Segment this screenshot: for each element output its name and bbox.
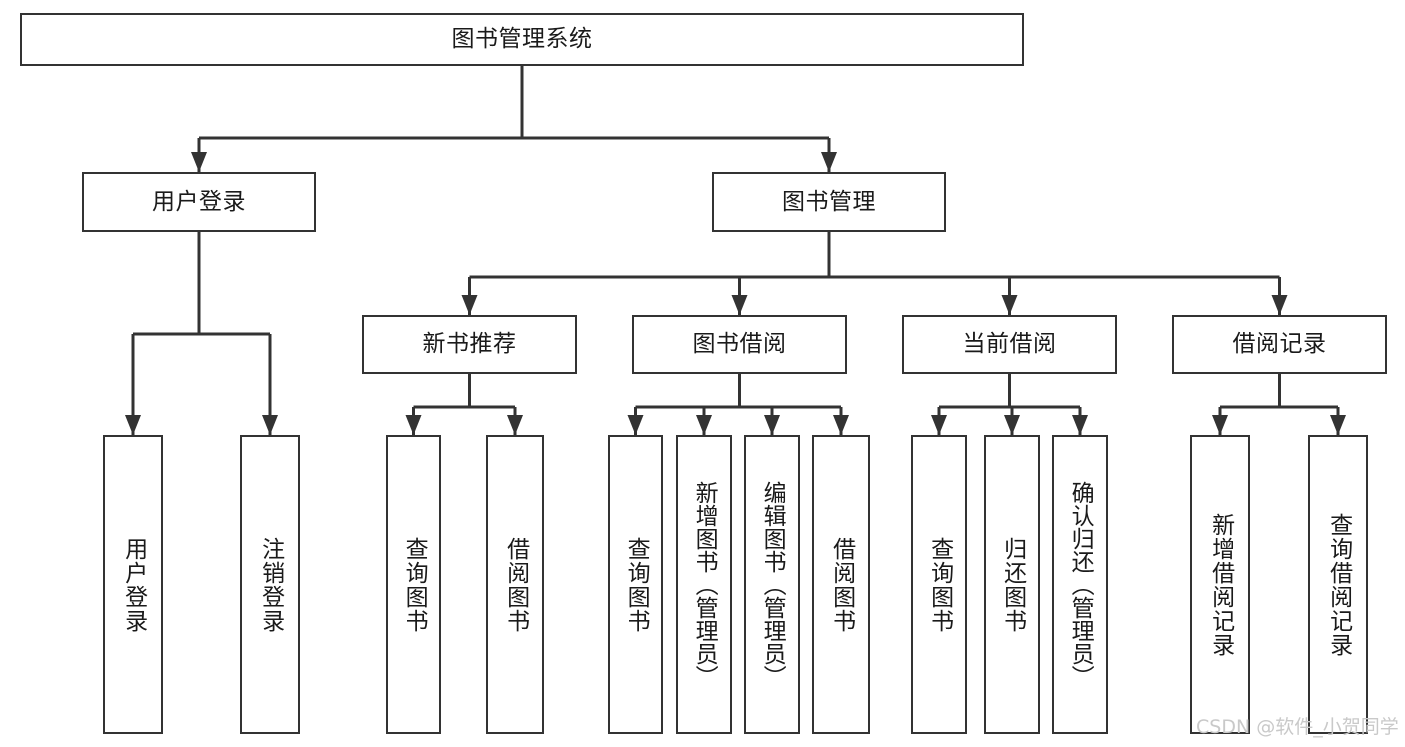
node-leaf-logout-login[interactable]: 注销登录	[240, 435, 300, 734]
node-root[interactable]: 图书管理系统	[20, 13, 1024, 66]
node-new-book-recommend[interactable]: 新书推荐	[362, 315, 577, 374]
arrow-icon-leaf-confirm-return-admin	[1072, 415, 1088, 435]
arrow-icon-leaf-add-borrow-record	[1212, 415, 1228, 435]
node-label-borrow-record: 借阅记录	[1232, 331, 1327, 358]
node-leaf-user-login[interactable]: 用户登录	[103, 435, 163, 734]
node-label-root: 图书管理系统	[451, 26, 593, 53]
arrow-icon-leaf-user-login	[125, 415, 141, 435]
node-label-leaf-query-book-3: 查询图书	[926, 536, 953, 633]
arrow-icon-book-borrow	[731, 295, 748, 315]
node-leaf-borrow-book-1[interactable]: 借阅图书	[486, 435, 544, 734]
node-label-leaf-query-book-2: 查询图书	[623, 536, 650, 633]
node-book-borrow[interactable]: 图书借阅	[632, 315, 847, 374]
node-leaf-add-book-admin[interactable]: 新增图书（管理员）	[676, 435, 732, 734]
node-leaf-edit-book-admin[interactable]: 编辑图书（管理员）	[744, 435, 800, 734]
arrow-icon-leaf-query-book-1	[405, 415, 422, 435]
arrow-icon-leaf-borrow-book-2	[833, 415, 849, 435]
arrow-icon-leaf-query-book-3	[931, 415, 947, 435]
node-label-leaf-return-book: 归还图书	[999, 536, 1026, 633]
arrow-icon-current-borrow	[1001, 295, 1018, 315]
node-label-leaf-user-login: 用户登录	[120, 536, 147, 633]
node-label-leaf-add-borrow-record: 新增借阅记录	[1207, 512, 1234, 657]
node-leaf-query-book-2[interactable]: 查询图书	[608, 435, 663, 734]
arrow-icon-leaf-query-borrow-record	[1330, 415, 1346, 435]
node-label-leaf-edit-book-admin: 编辑图书（管理员）	[759, 481, 786, 688]
arrow-icon-leaf-query-book-2	[627, 415, 644, 435]
arrow-icon-leaf-add-book-admin	[696, 415, 712, 435]
node-label-new-book-recommend: 新书推荐	[422, 331, 517, 358]
node-label-leaf-query-borrow-record: 查询借阅记录	[1325, 512, 1352, 657]
arrow-icon-leaf-edit-book-admin	[764, 415, 780, 435]
arrow-icon-new-book-recommend	[461, 295, 478, 315]
node-label-leaf-borrow-book-2: 借阅图书	[828, 536, 855, 633]
node-leaf-confirm-return-admin[interactable]: 确认归还（管理员）	[1052, 435, 1108, 734]
node-book-management[interactable]: 图书管理	[712, 172, 946, 232]
node-current-borrow[interactable]: 当前借阅	[902, 315, 1117, 374]
node-label-leaf-borrow-book-1: 借阅图书	[502, 536, 529, 633]
node-leaf-borrow-book-2[interactable]: 借阅图书	[812, 435, 870, 734]
arrow-icon-borrow-record	[1271, 295, 1288, 315]
node-borrow-record[interactable]: 借阅记录	[1172, 315, 1387, 374]
arrow-icon-leaf-borrow-book-1	[507, 415, 523, 435]
node-label-leaf-confirm-return-admin: 确认归还（管理员）	[1067, 481, 1094, 688]
node-label-user-login: 用户登录	[152, 188, 246, 215]
node-label-leaf-logout-login: 注销登录	[257, 536, 284, 633]
node-leaf-query-book-3[interactable]: 查询图书	[911, 435, 967, 734]
node-label-current-borrow: 当前借阅	[962, 331, 1057, 358]
node-label-leaf-add-book-admin: 新增图书（管理员）	[691, 481, 718, 688]
node-leaf-return-book[interactable]: 归还图书	[984, 435, 1040, 734]
arrow-icon-user-login	[191, 152, 207, 172]
arrow-icon-leaf-return-book	[1004, 415, 1020, 435]
node-label-book-management: 图书管理	[782, 188, 876, 215]
arrow-icon-leaf-logout-login	[262, 415, 278, 435]
arrow-icon-book-management	[821, 152, 837, 172]
node-label-leaf-query-book-1: 查询图书	[401, 536, 428, 633]
node-leaf-add-borrow-record[interactable]: 新增借阅记录	[1190, 435, 1250, 734]
node-leaf-query-book-1[interactable]: 查询图书	[386, 435, 441, 734]
node-leaf-query-borrow-record[interactable]: 查询借阅记录	[1308, 435, 1368, 734]
node-user-login[interactable]: 用户登录	[82, 172, 316, 232]
node-label-book-borrow: 图书借阅	[692, 331, 787, 358]
